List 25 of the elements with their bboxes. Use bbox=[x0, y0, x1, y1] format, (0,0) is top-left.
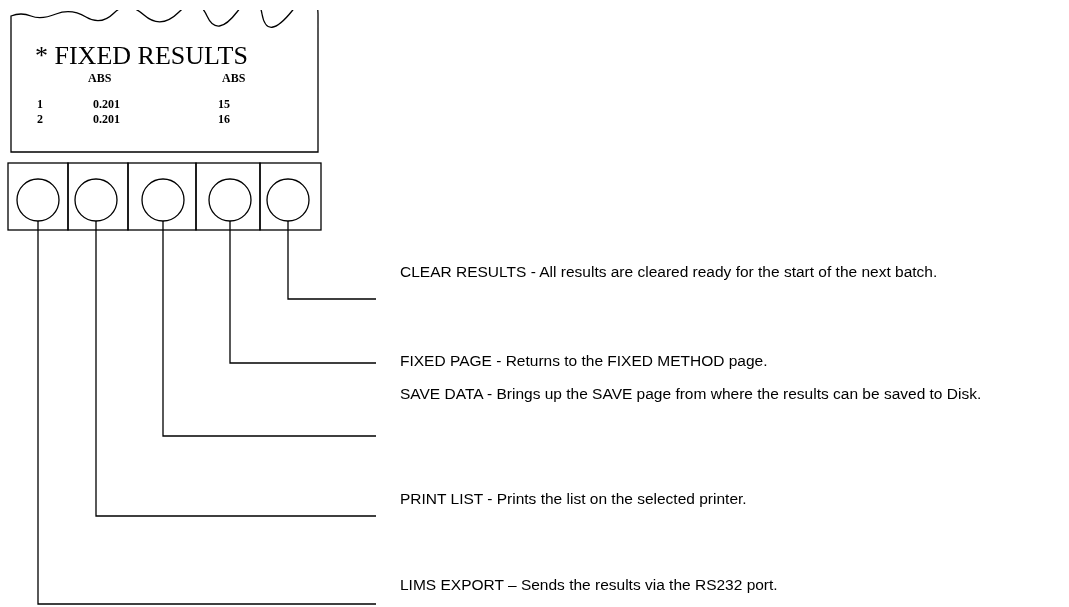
round-button-icon bbox=[266, 178, 310, 222]
screen-title: * FIXED RESULTS bbox=[35, 42, 248, 70]
table-cell: 0.201 bbox=[93, 113, 120, 126]
leader-line bbox=[37, 220, 377, 605]
round-button-icon bbox=[74, 178, 118, 222]
leader-line bbox=[229, 220, 377, 364]
table-cell: 15 bbox=[218, 98, 230, 111]
table-cell: 0.201 bbox=[93, 98, 120, 111]
button-description: FIXED PAGE - Returns to the FIXED METHOD page. bbox=[376, 352, 1056, 370]
table-cell: ABS bbox=[222, 72, 246, 85]
table-cell: 2 bbox=[37, 113, 43, 126]
table-cell: 1 bbox=[37, 98, 43, 111]
round-button-icon bbox=[141, 178, 185, 222]
button-description: LIMS EXPORT – Sends the results via the RS232 port. bbox=[376, 576, 1056, 594]
round-button-icon bbox=[208, 178, 252, 222]
table-cell: ABS bbox=[88, 72, 112, 85]
round-button-icon bbox=[16, 178, 60, 222]
table-cell: 16 bbox=[218, 113, 230, 126]
leader-line bbox=[162, 220, 377, 437]
display-screen bbox=[10, 10, 319, 153]
leader-line bbox=[95, 220, 377, 517]
button-description: PRINT LIST - Prints the list on the selected printer. bbox=[376, 490, 1056, 508]
leader-line bbox=[287, 220, 377, 300]
button-description: SAVE DATA - Brings up the SAVE page from where the results can be saved to Disk. bbox=[376, 385, 1056, 403]
button-description: CLEAR RESULTS - All results are cleared ready for the start of the next batch. bbox=[376, 263, 1056, 281]
